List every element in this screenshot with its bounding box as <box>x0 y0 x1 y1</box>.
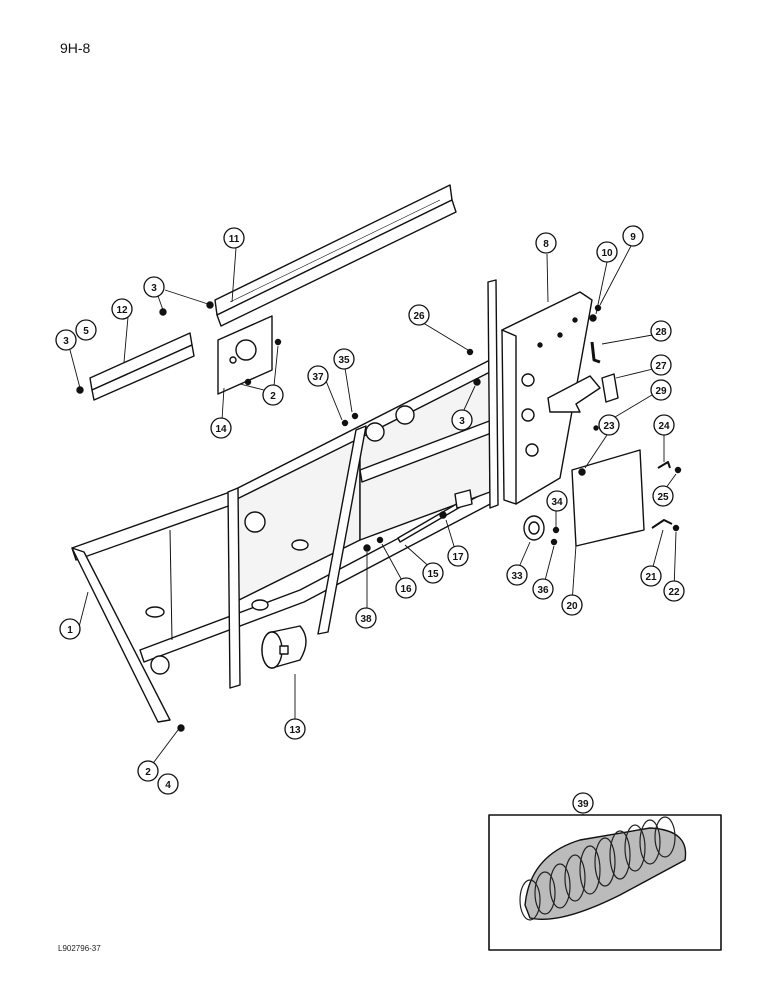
svg-text:36: 36 <box>537 585 549 596</box>
svg-text:5: 5 <box>83 326 89 337</box>
callout-4: 4 <box>157 773 179 795</box>
callout-22: 22 <box>663 580 685 602</box>
callout-13: 13 <box>284 718 306 740</box>
callout-33: 33 <box>506 564 528 586</box>
part-33-disk <box>523 515 545 541</box>
part-39-panel <box>488 814 722 951</box>
part-15-rod <box>397 489 473 543</box>
svg-text:23: 23 <box>603 421 615 432</box>
svg-text:38: 38 <box>360 614 372 625</box>
callout-3b: 3 <box>55 329 77 351</box>
svg-text:3: 3 <box>151 283 157 294</box>
callout-36: 36 <box>532 578 554 600</box>
part-21-clip <box>651 519 673 529</box>
svg-text:10: 10 <box>601 248 613 259</box>
callout-26: 26 <box>408 304 430 326</box>
svg-text:22: 22 <box>668 587 680 598</box>
callout-10: 10 <box>596 241 618 263</box>
svg-text:27: 27 <box>655 361 667 372</box>
callout-9: 9 <box>622 225 644 247</box>
svg-text:3: 3 <box>459 416 465 427</box>
svg-text:2: 2 <box>270 391 276 402</box>
svg-text:21: 21 <box>645 572 657 583</box>
callout-24: 24 <box>653 414 675 436</box>
part-14-plate <box>217 315 273 395</box>
svg-text:25: 25 <box>657 492 669 503</box>
part-24-clip <box>657 461 671 469</box>
callout-39: 39 <box>572 792 594 814</box>
callout-3a: 3 <box>143 276 165 298</box>
svg-text:2: 2 <box>145 767 151 778</box>
callout-14: 14 <box>210 417 232 439</box>
callout-8: 8 <box>535 232 557 254</box>
svg-text:37: 37 <box>312 372 324 383</box>
part-8-side-plate <box>501 291 593 505</box>
callout-3c: 3 <box>451 409 473 431</box>
svg-text:9: 9 <box>630 232 636 243</box>
callout-29: 29 <box>650 379 672 401</box>
page-code: 9H-8 <box>60 40 91 56</box>
svg-text:16: 16 <box>400 584 412 595</box>
callout-1: 1 <box>59 618 81 640</box>
svg-text:15: 15 <box>427 569 439 580</box>
callout-35: 35 <box>333 348 355 370</box>
fasteners <box>76 301 682 732</box>
svg-text:8: 8 <box>543 239 549 250</box>
svg-text:13: 13 <box>289 725 301 736</box>
svg-text:12: 12 <box>116 305 128 316</box>
part-13-cylinder <box>261 625 307 669</box>
callouts: 11 3 12 3 5 14 2 26 37 35 3 8 10 9 28 27… <box>55 225 685 814</box>
callout-38: 38 <box>355 607 377 629</box>
callout-2b: 2 <box>137 760 159 782</box>
callout-25: 25 <box>652 485 674 507</box>
callout-5: 5 <box>75 319 97 341</box>
callout-15: 15 <box>422 562 444 584</box>
callout-34: 34 <box>546 490 568 512</box>
callout-12: 12 <box>111 298 133 320</box>
svg-text:28: 28 <box>655 327 667 338</box>
svg-text:35: 35 <box>338 355 350 366</box>
callout-37: 37 <box>307 365 329 387</box>
svg-text:17: 17 <box>452 552 464 563</box>
callout-23: 23 <box>598 414 620 436</box>
svg-text:39: 39 <box>577 799 589 810</box>
callout-16: 16 <box>395 577 417 599</box>
part-27-bracket <box>547 341 619 413</box>
svg-text:24: 24 <box>658 421 670 432</box>
svg-text:3: 3 <box>63 336 69 347</box>
figure-code: L902796-37 <box>58 944 101 953</box>
callout-17: 17 <box>447 545 469 567</box>
callout-20: 20 <box>561 594 583 616</box>
main-frame <box>71 279 499 723</box>
svg-text:14: 14 <box>215 424 227 435</box>
svg-text:33: 33 <box>511 571 523 582</box>
svg-text:11: 11 <box>229 234 240 245</box>
part-20-cover <box>571 449 645 547</box>
callout-2a: 2 <box>262 384 284 406</box>
svg-text:4: 4 <box>165 780 171 791</box>
callout-21: 21 <box>640 565 662 587</box>
svg-text:34: 34 <box>551 497 563 508</box>
svg-text:29: 29 <box>655 386 667 397</box>
callout-11: 11 <box>223 227 245 249</box>
part-11-channel <box>214 184 457 327</box>
svg-text:20: 20 <box>566 601 578 612</box>
callout-28: 28 <box>650 320 672 342</box>
svg-text:1: 1 <box>67 625 73 636</box>
part-12-angle <box>89 332 195 401</box>
svg-text:26: 26 <box>413 311 425 322</box>
callout-27: 27 <box>650 354 672 376</box>
